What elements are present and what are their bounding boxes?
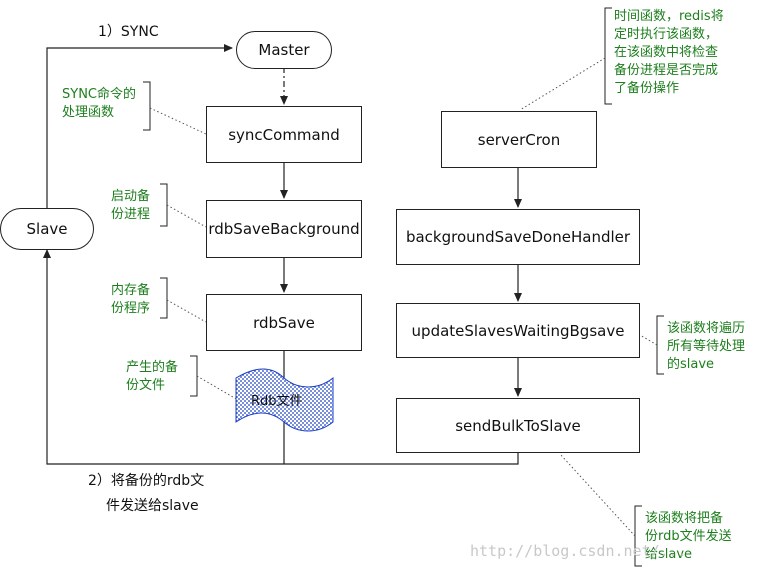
- background-save-done-handler-box: backgroundSaveDoneHandler: [396, 209, 640, 265]
- slave-node: Slave: [0, 208, 94, 250]
- update-slaves-waiting-bgsave-box: updateSlavesWaitingBgsave: [396, 303, 640, 358]
- master-node: Master: [236, 31, 332, 69]
- server-cron-box: serverCron: [441, 111, 597, 168]
- watermark: http://blog.csdn.net/...: [470, 542, 687, 560]
- send-bulk-to-slave-box: sendBulkToSlave: [396, 398, 640, 453]
- sync-command-box: syncCommand: [206, 106, 362, 163]
- note-memory-backup: 内存备份程序: [111, 283, 151, 316]
- step2-label-line1: 2）将备份的rdb文: [88, 473, 205, 489]
- note-start-backup: 启动备份进程: [111, 189, 151, 222]
- note-send-file: 该函数将把备份rdb文件发送给slave: [645, 511, 732, 562]
- step2-label-line2: 件发送给slave: [106, 498, 199, 514]
- note-produce-file: 产生的备份文件: [126, 360, 179, 393]
- note-timer: 时间函数，redis将定时执行该函数，在该函数中将检查备份进程是否完成了备份操作: [614, 9, 724, 96]
- note-sync-handler: SYNC命令的处理函数: [62, 87, 136, 120]
- send-to-slave-arrow: [43, 249, 519, 465]
- sync-arrow: [46, 44, 233, 208]
- rdb-file-label: Rdb文件: [251, 394, 303, 409]
- note-connectors: [149, 57, 658, 537]
- rdb-save-background-box: rdbSaveBackground: [206, 200, 362, 258]
- step1-label: 1）SYNC: [98, 24, 159, 40]
- rdb-file-shape: [235, 368, 334, 432]
- note-traverse-slaves: 该函数将遍历所有等待处理的slave: [667, 321, 746, 372]
- rdb-save-box: rdbSave: [206, 294, 362, 351]
